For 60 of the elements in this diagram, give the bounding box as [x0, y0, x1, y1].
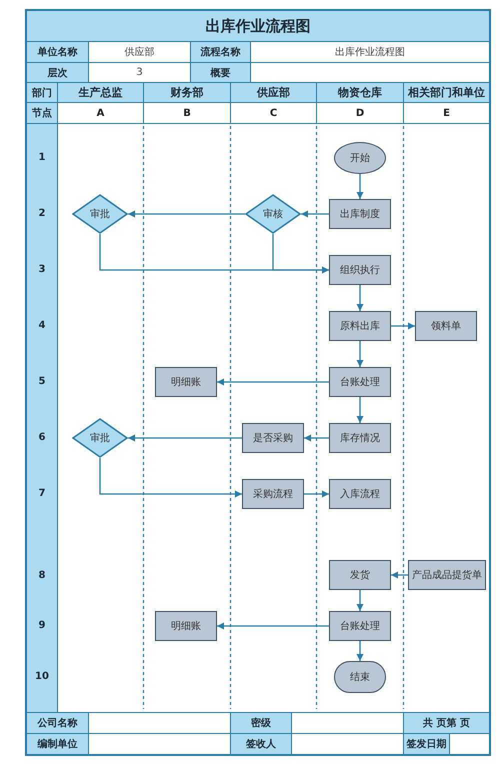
- row-number: 4: [38, 319, 46, 333]
- row-number: 6: [38, 431, 46, 445]
- arrow: [356, 590, 364, 611]
- form-label: 单位名称: [26, 41, 89, 63]
- arrow: [217, 378, 329, 386]
- arrow: [356, 285, 364, 311]
- arrow: [99, 458, 242, 498]
- row-number: 7: [38, 487, 46, 501]
- process-box: 出库制度: [329, 199, 391, 229]
- terminal-oval: 开始: [334, 142, 386, 174]
- process-box: 台账处理: [329, 367, 391, 397]
- process-box: 库存情况: [329, 423, 391, 453]
- form-label: 签收人: [230, 733, 292, 755]
- form-label: 节点: [26, 102, 58, 124]
- process-box: 是否采购: [242, 423, 304, 453]
- arrow: [391, 322, 415, 330]
- process-box: 入库流程: [329, 479, 391, 509]
- process-box: 台账处理: [329, 611, 391, 641]
- row-number: 3: [38, 263, 46, 277]
- diagram-title: 出库作业流程图: [26, 10, 490, 42]
- lane-header: 财务部: [143, 82, 231, 103]
- arrow: [272, 234, 329, 274]
- form-label: 层次: [26, 62, 89, 83]
- arrow: [128, 210, 245, 218]
- decision-diamond: 审批: [72, 194, 128, 234]
- form-label: 流程名称: [190, 41, 251, 63]
- process-box: 产品成品提货单: [408, 560, 486, 590]
- process-box: 领料单: [415, 311, 477, 341]
- row-number: 1: [38, 151, 46, 165]
- decision-diamond: 审核: [245, 194, 301, 234]
- form-label: 密级: [230, 712, 292, 734]
- arrow: [304, 434, 329, 442]
- form-label: 概要: [190, 62, 251, 83]
- process-box: 原料出库: [329, 311, 391, 341]
- process-box: 采购流程: [242, 479, 304, 509]
- arrow: [128, 434, 242, 442]
- lane-header: 供应部: [230, 82, 317, 103]
- process-box: 明细账: [155, 611, 217, 641]
- process-box: 发货: [329, 560, 391, 590]
- arrow: [356, 174, 364, 199]
- form-label: 公司名称: [26, 712, 89, 734]
- decision-diamond: 审批: [72, 418, 128, 458]
- row-number: 2: [38, 207, 46, 221]
- arrow: [356, 397, 364, 423]
- row-number: 5: [38, 375, 46, 389]
- form-label: 编制单位: [26, 733, 89, 755]
- arrow: [356, 341, 364, 367]
- arrow: [304, 490, 329, 498]
- arrow: [217, 622, 329, 630]
- form-label: 共 页第 页: [403, 712, 490, 734]
- row-number: 10: [35, 670, 49, 684]
- row-number: 9: [38, 619, 46, 633]
- lane-header: 生产总监: [57, 82, 144, 103]
- arrow: [356, 641, 364, 661]
- form-label: 签发日期: [403, 733, 450, 755]
- arrow: [391, 572, 408, 578]
- arrow: [301, 210, 329, 218]
- process-box: 明细账: [155, 367, 217, 397]
- row-number: 8: [38, 569, 46, 583]
- process-box: 组织执行: [329, 255, 391, 285]
